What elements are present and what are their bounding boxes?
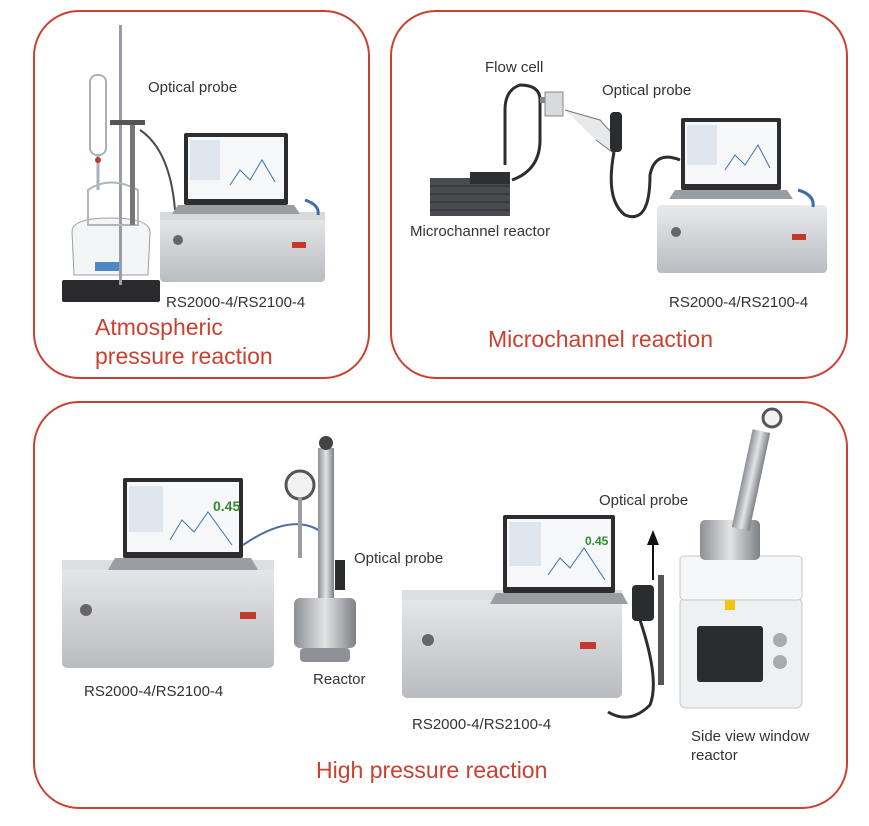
atmospheric-probe-label: Optical probe — [148, 79, 238, 96]
microchannel-instrument-label: RS2000-4/RS2100-4 — [669, 294, 809, 311]
microchannel-setup — [430, 83, 827, 273]
atmospheric-title: Atmospheric pressure reaction — [95, 314, 273, 369]
high-pressure-probe-label-2: Optical probe — [599, 492, 689, 509]
screen-value-left: 0.45 — [213, 498, 241, 514]
high-pressure-instrument-label-2: RS2000-4/RS2100-4 — [412, 716, 552, 733]
screen-value-right: 0.45 — [585, 534, 609, 548]
microchannel-reactor-label: Microchannel reactor — [410, 223, 551, 240]
atmospheric-instrument-label: RS2000-4/RS2100-4 — [166, 294, 306, 311]
atmospheric-setup — [62, 25, 325, 302]
microchannel-probe-label: Optical probe — [602, 82, 692, 99]
high-pressure-probe-label-1: Optical probe — [354, 550, 444, 567]
side-reactor-label-line1: Side view window — [691, 728, 810, 745]
high-pressure-instrument-label-1: RS2000-4/RS2100-4 — [84, 683, 224, 700]
microchannel-title: Microchannel reaction — [488, 326, 714, 352]
reactor-label: Reactor — [313, 671, 366, 688]
high-pressure-setup-right — [402, 407, 803, 719]
high-pressure-setup-left — [62, 436, 356, 668]
flow-cell-label: Flow cell — [485, 59, 544, 76]
high-pressure-title: High pressure reaction — [316, 757, 548, 783]
side-reactor-label-line2: reactor — [691, 747, 738, 764]
